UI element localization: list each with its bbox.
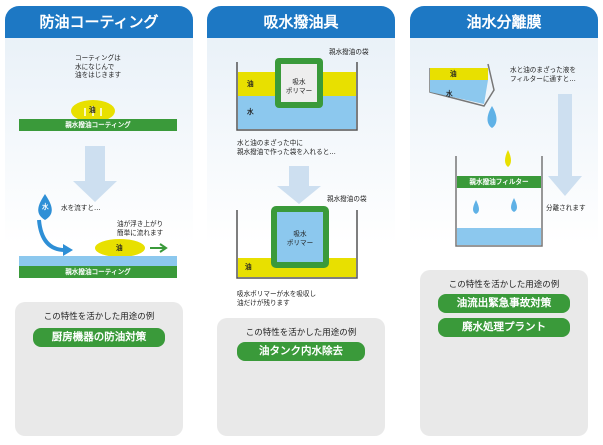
usage-wastewater: 廃水処理プラント bbox=[438, 318, 570, 337]
down-arrow bbox=[277, 166, 321, 204]
pour-water bbox=[430, 80, 488, 104]
panel-title: 油水分離膜 bbox=[410, 6, 598, 38]
filter-label: 親水撥油フィルター bbox=[469, 178, 529, 186]
usage-tank: 油タンク内水除去 bbox=[237, 342, 365, 361]
water-label-1: 水 bbox=[247, 108, 254, 116]
pour-note: 水を流すと… bbox=[61, 204, 101, 212]
oil-label: 油 bbox=[450, 70, 457, 78]
usage-spill: 油流出緊急事故対策 bbox=[438, 294, 570, 313]
panel-absorbent-tool: 吸水撥油具 親水撥油の袋 油 水 吸水ポリマー 水と油のまざった中に親水撥 bbox=[207, 6, 395, 439]
water-label: 水 bbox=[446, 90, 453, 98]
water-layer bbox=[19, 256, 177, 266]
oil-label-2: 油 bbox=[116, 244, 123, 252]
flow-arrow bbox=[37, 219, 66, 252]
filtered-water bbox=[457, 228, 541, 245]
pour-oil bbox=[430, 68, 488, 80]
mid-note: 水と油のまざった中に親水撥油で作った袋を入れると… bbox=[237, 139, 336, 156]
pour-note: 水と油のまざった液をフィルターに通すと… bbox=[510, 66, 576, 83]
water-drop bbox=[38, 194, 52, 220]
polymer-label-2: 吸水ポリマー bbox=[286, 230, 314, 247]
usage-box: この特性を活かした用途の例 厨房機器の防油対策 bbox=[15, 302, 183, 436]
filter-bar bbox=[457, 176, 541, 188]
polymer-1 bbox=[281, 64, 317, 102]
bag-label-2: 親水撥油の袋 bbox=[327, 195, 367, 203]
polymer-label-1: 吸水ポリマー bbox=[285, 78, 313, 95]
down-arrow bbox=[548, 94, 582, 196]
bag-label-1: 親水撥油の袋 bbox=[329, 48, 369, 56]
panel-title: 防油コーティング bbox=[5, 6, 193, 38]
repel-arrows bbox=[84, 106, 102, 116]
coating-bar-bottom bbox=[19, 266, 177, 278]
panel-oil-repellent-coating: 防油コーティング コーティングは水になじんで油をはじきます bbox=[5, 6, 193, 439]
oil-flow-arrow bbox=[150, 243, 168, 253]
result-note: 吸水ポリマーが水を吸収し油だけが残ります bbox=[237, 290, 317, 307]
separated-note: 分離されます bbox=[546, 204, 586, 212]
panel-oil-water-membrane: 油水分離膜 油 水 水と油のまざった液をフィルターに通すと… bbox=[410, 6, 598, 439]
panel-title: 吸水撥油具 bbox=[207, 6, 395, 38]
water-label: 水 bbox=[42, 203, 49, 211]
polymer-2 bbox=[277, 212, 323, 262]
coating-label-top: 親水撥油コーティング bbox=[65, 121, 131, 129]
oil-label-2: 油 bbox=[245, 263, 252, 271]
coating-bar-top bbox=[19, 119, 177, 131]
usage-kitchen: 厨房機器の防油対策 bbox=[33, 328, 165, 347]
oil-label-1: 油 bbox=[247, 80, 254, 88]
down-arrow bbox=[73, 146, 117, 202]
note-coating: コーティングは水になじんで油をはじきます bbox=[75, 54, 122, 79]
floating-oil bbox=[95, 239, 145, 257]
coating-label-bottom: 親水撥油コーティング bbox=[65, 268, 131, 276]
flow-arrow-head bbox=[63, 244, 73, 256]
usage-box: この特性を活かした用途の例 油タンク内水除去 bbox=[217, 318, 385, 436]
usage-title: この特性を活かした用途の例 bbox=[245, 328, 357, 338]
usage-title: この特性を活かした用途の例 bbox=[448, 280, 560, 290]
float-note: 油が浮き上がり簡単に流れます bbox=[117, 220, 164, 237]
water-drop bbox=[487, 106, 497, 128]
oil-drop bbox=[505, 150, 511, 167]
usage-box: この特性を活かした用途の例 油流出緊急事故対策 廃水処理プラント bbox=[420, 270, 588, 436]
oil-label: 油 bbox=[89, 106, 96, 114]
usage-title: この特性を活かした用途の例 bbox=[43, 312, 155, 322]
